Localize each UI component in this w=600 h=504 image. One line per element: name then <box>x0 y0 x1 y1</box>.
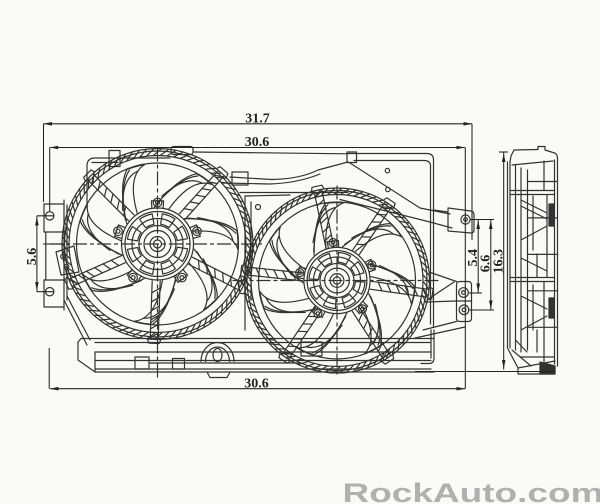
svg-text:5.4: 5.4 <box>466 249 481 267</box>
svg-text:30.6: 30.6 <box>244 377 269 392</box>
svg-text:5.6: 5.6 <box>25 248 40 266</box>
svg-text:30.6: 30.6 <box>245 135 270 150</box>
svg-text:6.6: 6.6 <box>479 255 494 273</box>
svg-text:RockAuto.com: RockAuto.com <box>343 478 600 504</box>
svg-text:16.3: 16.3 <box>492 249 507 274</box>
svg-text:31.7: 31.7 <box>245 112 270 127</box>
